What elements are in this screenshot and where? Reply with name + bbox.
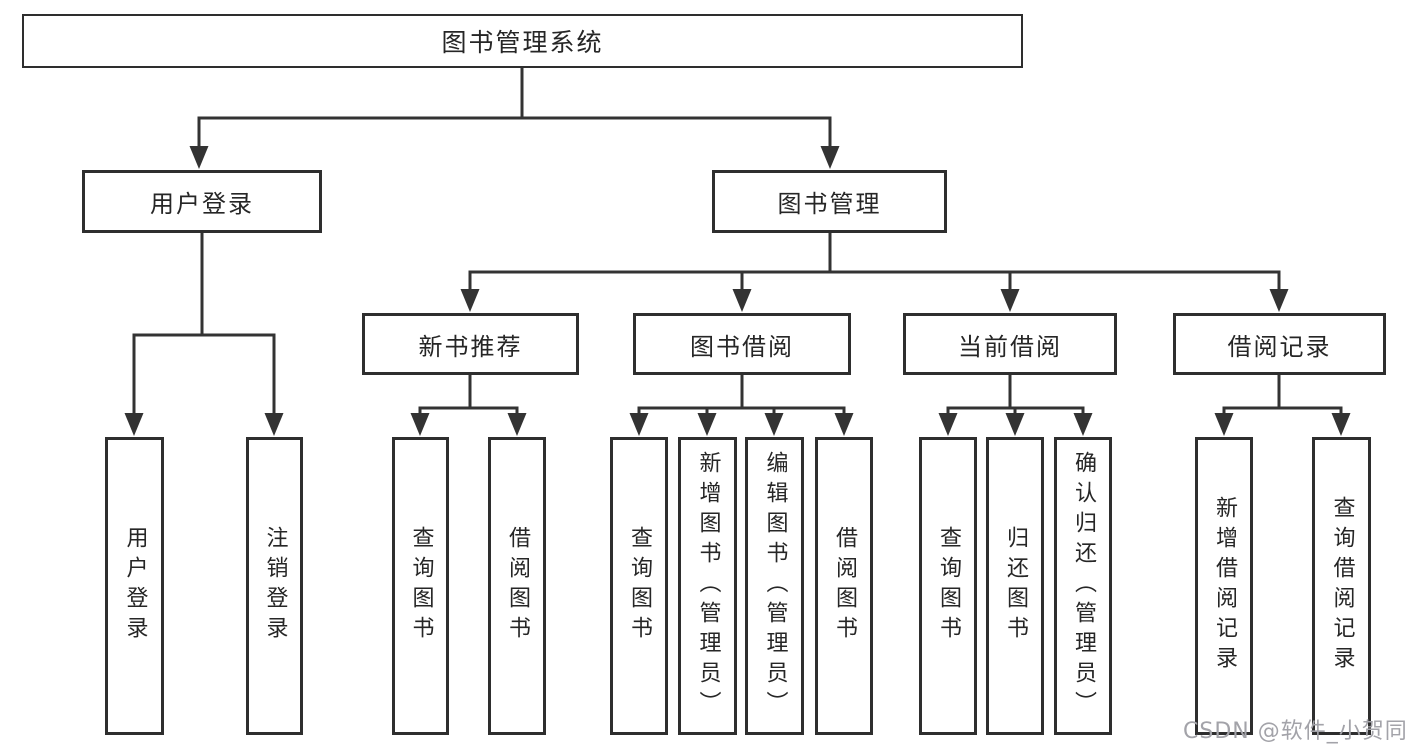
- node-bb-query-books: 查询图书: [610, 437, 668, 735]
- node-library-system: 图书管理系统: [22, 14, 1023, 68]
- node-bb-borrow-books: 借阅图书: [815, 437, 873, 735]
- node-cb-return-books: 归还图书: [986, 437, 1044, 735]
- node-nbr-query-books: 查询图书: [392, 437, 449, 735]
- node-br-add-record: 新增借阅记录: [1195, 437, 1253, 735]
- node-current-borrowing: 当前借阅: [903, 313, 1117, 375]
- node-user-login-group: 用户登录: [82, 170, 322, 233]
- node-nbr-borrow-books: 借阅图书: [488, 437, 546, 735]
- csdn-watermark: CSDN @软件_小贺同学: [1183, 719, 1405, 744]
- node-bb-add-books-admin: 新增图书（管理员）: [678, 437, 737, 735]
- node-logout: 注销登录: [246, 437, 303, 735]
- node-cb-query-books: 查询图书: [919, 437, 977, 735]
- node-borrowing-records: 借阅记录: [1173, 313, 1386, 375]
- node-user-login: 用户登录: [105, 437, 164, 735]
- node-book-borrowing: 图书借阅: [633, 313, 851, 375]
- node-new-book-recommend: 新书推荐: [362, 313, 579, 375]
- node-cb-confirm-return-admin: 确认归还（管理员）: [1054, 437, 1112, 735]
- node-bb-edit-books-admin: 编辑图书（管理员）: [745, 437, 804, 735]
- node-book-management: 图书管理: [712, 170, 947, 233]
- node-br-query-record: 查询借阅记录: [1312, 437, 1371, 735]
